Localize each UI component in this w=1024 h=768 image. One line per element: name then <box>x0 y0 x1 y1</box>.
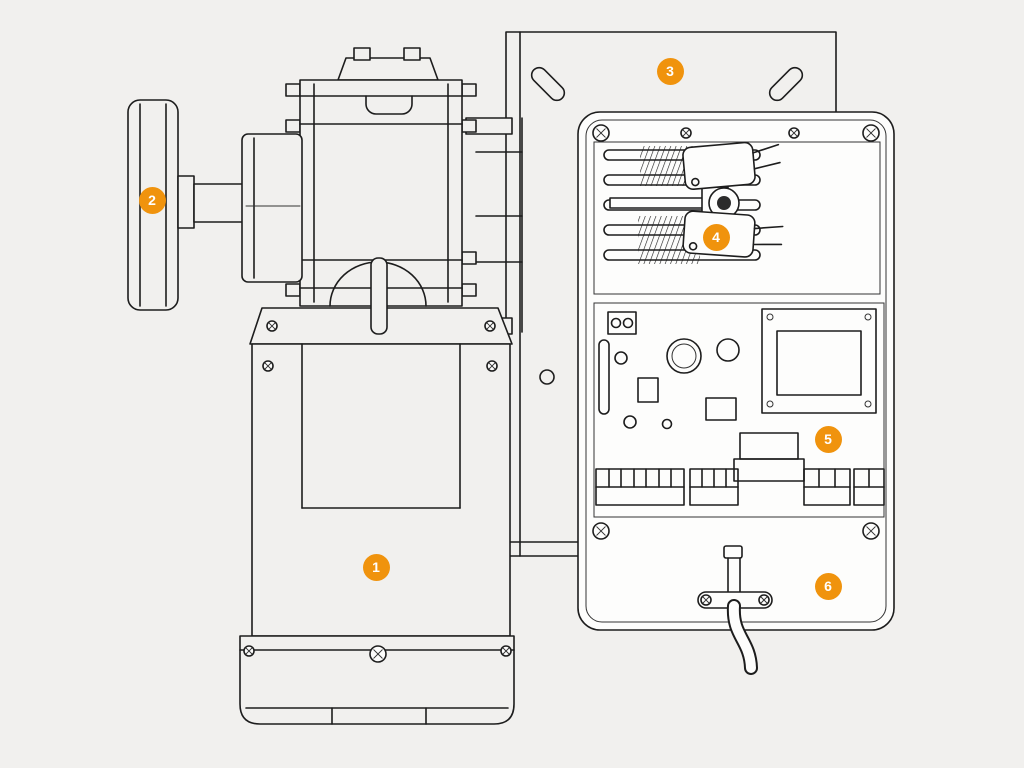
plate-hole <box>539 369 555 385</box>
micro-switch-upper <box>682 141 781 191</box>
plate-slot-right <box>768 66 804 102</box>
terminal-block-c[interactable] <box>803 468 851 506</box>
drive-shaft <box>177 175 249 229</box>
board-slot <box>598 339 610 415</box>
capacitor-large <box>666 338 702 374</box>
board-component <box>705 397 737 421</box>
terminal-block-b[interactable] <box>689 468 739 506</box>
adjuster-rod <box>609 197 711 209</box>
shaft-flange <box>241 133 303 283</box>
release-lever <box>370 257 388 335</box>
callout-badge-2[interactable]: 2 <box>138 186 166 214</box>
adjuster-knob-center <box>717 196 731 210</box>
control-board <box>593 302 885 518</box>
callout-badge-4[interactable]: 4 <box>702 223 730 251</box>
capacitor-small <box>716 338 740 362</box>
callout-badge-5[interactable]: 5 <box>814 425 842 453</box>
display-module <box>761 308 877 414</box>
motor-housing <box>239 307 515 725</box>
board-component <box>637 377 659 403</box>
dip-component <box>607 311 637 335</box>
callout-badge-6[interactable]: 6 <box>814 572 842 600</box>
power-cable <box>697 545 773 675</box>
plate-slot-left <box>530 66 566 102</box>
terminal-block-d[interactable] <box>853 468 885 506</box>
callout-badge-3[interactable]: 3 <box>656 57 684 85</box>
terminal-block-a[interactable] <box>595 468 685 506</box>
callout-badge-1[interactable]: 1 <box>362 553 390 581</box>
